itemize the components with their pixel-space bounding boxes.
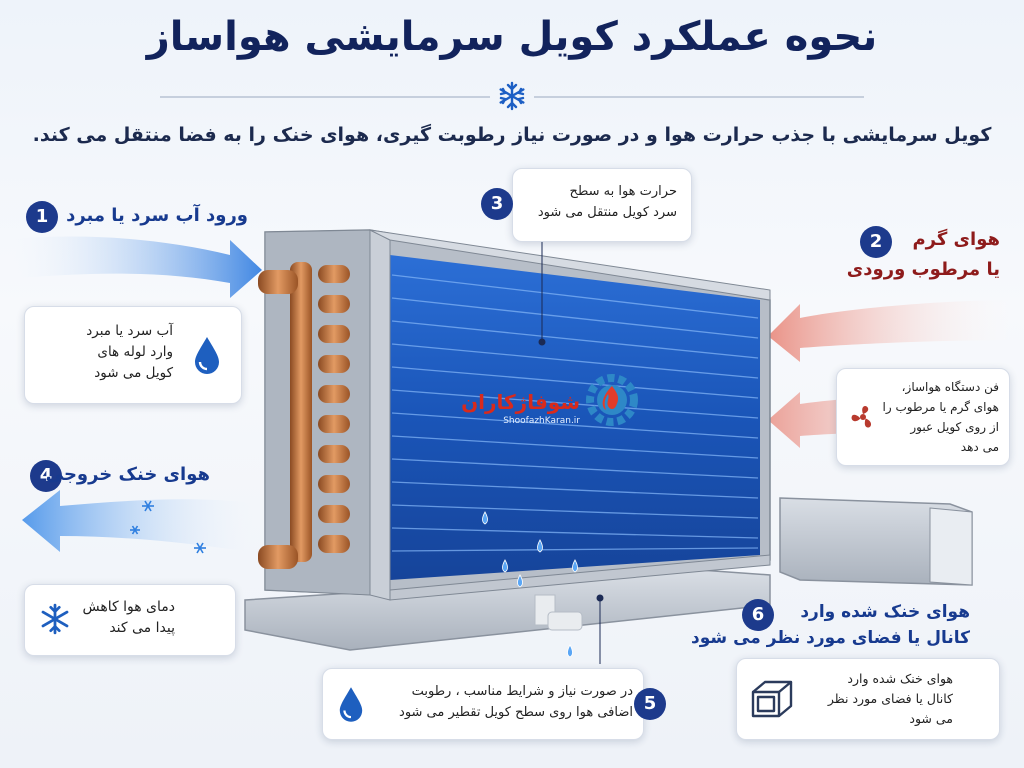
step-1-card: آب سرد یا مبرد وارد لوله های کویل می شود (24, 306, 242, 404)
step-4-card-text: دمای هوا کاهش پیدا می کند (55, 597, 175, 639)
step-5-badge: 5 (634, 688, 666, 720)
step-6-label-line2: کانال یا فضای مورد نظر می شود (691, 628, 970, 648)
cool-outlet-arrow (22, 490, 270, 555)
step-6-badge: 6 (742, 599, 774, 631)
step-6-card-text: هوای خنک شده وارد کانال یا فضای مورد نظر… (803, 669, 953, 729)
card-line: کانال یا فضای مورد نظر (827, 691, 953, 706)
card-line: هوای خنک شده وارد (847, 671, 953, 686)
card-line: آب سرد یا مبرد (86, 323, 173, 339)
card-line: فن دستگاه هواساز، (901, 380, 999, 394)
gear-flame-logo-icon (586, 374, 638, 426)
step-6-label-line1: هوای خنک شده وارد (800, 602, 970, 622)
title-divider-left (160, 96, 490, 98)
card-line: می شود (909, 711, 953, 726)
snowflake-icon (499, 81, 525, 111)
card-line: هوای گرم یا مرطوب را (882, 400, 1000, 414)
step-5-card: در صورت نیاز و شرایط مناسب ، رطوبت اضافی… (322, 668, 644, 740)
card-line: وارد لوله های (97, 344, 173, 360)
card-line: کویل می شود (94, 365, 173, 381)
snowflake-icon (35, 599, 75, 639)
step-5-card-text: در صورت نیاز و شرایط مناسب ، رطوبت اضافی… (373, 681, 633, 723)
card-line: از روی کویل عبور (910, 420, 999, 434)
cold-inlet-arrow (0, 236, 262, 298)
brand-url: ShoofazhKaran.ir (503, 416, 580, 426)
card-line: اضافی هوا روی سطح کویل تقطیر می شود (399, 705, 633, 720)
card-line: می دهد (960, 440, 999, 454)
water-drop-icon (187, 331, 227, 379)
brand-name: شوفاژکاران (461, 390, 580, 414)
step-2-badge: 2 (860, 226, 892, 258)
card-line: دمای هوا کاهش (82, 599, 175, 615)
title-divider-right (534, 96, 864, 98)
step-6-card: هوای خنک شده وارد کانال یا فضای مورد نظر… (736, 658, 1000, 740)
step-2-label-line2: یا مرطوب ورودی (846, 259, 1000, 280)
card-line: پیدا می کند (109, 620, 175, 636)
step-1-label: ورود آب سرد یا مبرد (66, 205, 248, 226)
step-2-label-line1: هوای گرم (912, 229, 1000, 250)
step-3-badge: 3 (481, 188, 513, 220)
warm-air-arrow-top (768, 300, 1024, 362)
subtitle: کویل سرمایشی با جذب حرارت هوا و در صورت … (32, 124, 992, 146)
page-title: نحوه عملکرد کویل سرمایشی هواساز (146, 14, 878, 60)
fan-icon (845, 399, 881, 435)
step-3-card-text: حرارت هوا به سطح سرد کویل منتقل می شود (527, 181, 677, 223)
card-line: حرارت هوا به سطح (569, 184, 677, 199)
step-2-card-text: فن دستگاه هواساز، هوای گرم یا مرطوب را ا… (879, 377, 1000, 457)
step-3-card: حرارت هوا به سطح سرد کویل منتقل می شود (512, 168, 692, 242)
step-1-card-text: آب سرد یا مبرد وارد لوله های کویل می شود (33, 321, 173, 384)
duct-icon (747, 675, 797, 723)
step-4-label: هوای خنک خروجی (45, 464, 210, 485)
card-line: سرد کویل منتقل می شود (537, 205, 677, 220)
water-drop-icon (333, 683, 369, 725)
step-1-badge: 1 (26, 201, 58, 233)
step-4-card: دمای هوا کاهش پیدا می کند (24, 584, 236, 656)
step-4-badge: 4 (30, 460, 62, 492)
step-2-card: فن دستگاه هواساز، هوای گرم یا مرطوب را ا… (836, 368, 1010, 466)
card-line: در صورت نیاز و شرایط مناسب ، رطوبت (411, 684, 633, 699)
